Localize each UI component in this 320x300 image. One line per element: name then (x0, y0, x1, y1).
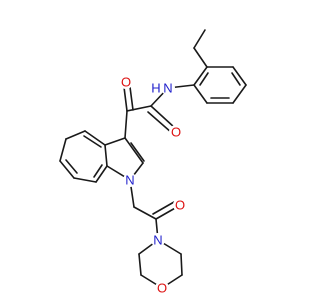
bond (129, 86, 134, 111)
keto-oxygen-atom: O (119, 75, 133, 90)
morpholine-oxygen-atom: O (155, 281, 169, 296)
atom-symbol: H (151, 81, 160, 96)
bond (95, 165, 108, 183)
bond (147, 111, 173, 134)
bond (133, 206, 157, 220)
atom-symbol: N (163, 81, 172, 96)
bonds (59, 29, 247, 289)
atom-symbol: O (171, 125, 181, 140)
bond (155, 206, 178, 220)
amide-hydrogen-atom: H (150, 81, 162, 96)
morpholine-nitrogen-atom: N (151, 233, 165, 248)
molecule-structure-diagram: N H O O N O N O (59, 29, 247, 296)
indole-nitrogen-atom: N (123, 173, 137, 188)
bond (59, 160, 75, 179)
bond (193, 29, 206, 49)
bond (124, 110, 128, 139)
bond (193, 47, 208, 68)
bond (150, 105, 176, 129)
atom-symbol: O (121, 75, 131, 90)
bond (93, 164, 103, 178)
bond (232, 84, 247, 104)
bond (130, 142, 145, 162)
amide-nitrogen-atom: N (161, 81, 175, 96)
acyl-oxygen-atom: O (173, 198, 187, 213)
atom-labels: N H O O N O N O (119, 75, 187, 296)
bond (231, 72, 241, 86)
bond (126, 105, 152, 112)
bond (193, 66, 208, 86)
bond (123, 86, 128, 112)
atom-symbol: O (157, 281, 167, 296)
atom-symbol: N (125, 173, 134, 188)
bond (73, 177, 97, 183)
bond (83, 135, 102, 148)
bond (104, 144, 108, 167)
bond (180, 253, 183, 276)
amide-oxygen-atom: O (169, 125, 183, 140)
bond (199, 72, 209, 86)
bond (84, 130, 106, 146)
atom-symbol: O (175, 198, 185, 213)
bond (104, 137, 126, 146)
bond (59, 138, 67, 162)
atom-symbol: N (153, 233, 162, 248)
bond (193, 84, 208, 104)
structure-svg: N H O O N O N O (59, 29, 247, 296)
bond (138, 253, 142, 276)
bond (124, 137, 144, 164)
bond (65, 159, 78, 174)
bond (152, 201, 175, 215)
bond (65, 130, 86, 140)
bond (232, 66, 247, 86)
